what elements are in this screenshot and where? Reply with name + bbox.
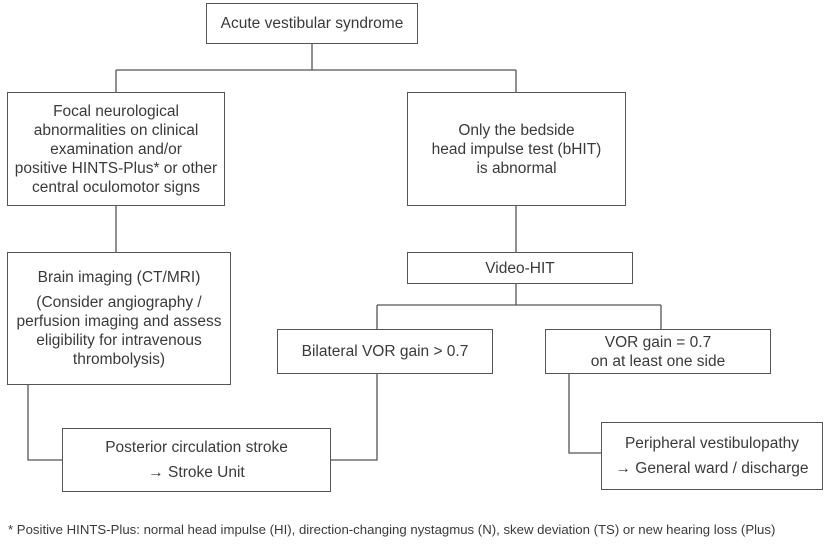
node-acute-vestibular-syndrome: Acute vestibular syndrome: [206, 3, 418, 44]
node-label: Only the bedside: [458, 121, 575, 139]
footnote: * Positive HINTS-Plus: normal head impul…: [8, 522, 776, 537]
node-brain-imaging: Brain imaging (CT/MRI) (Consider angiogr…: [7, 252, 231, 385]
node-label: abnormalities on clinical: [33, 121, 199, 139]
node-label: Peripheral vestibulopathy: [624, 435, 800, 452]
node-label: is abnormal: [476, 159, 557, 177]
node-label: Posterior circulation stroke: [105, 439, 288, 456]
node-label: Bilateral VOR gain > 0.7: [301, 343, 469, 360]
node-label: (Consider angiography /: [36, 294, 202, 311]
node-label: central oculomotor signs: [32, 178, 200, 196]
node-video-hit: Video-HIT: [407, 252, 633, 284]
node-bedside-hit-abnormal: Only the bedside head impulse test (bHIT…: [407, 92, 626, 206]
node-label: perfusion imaging and assess: [16, 313, 222, 330]
node-focal-neurological: Focal neurological abnormalities on clin…: [7, 92, 225, 206]
connector-bilateral-to-stroke: [331, 374, 378, 461]
connector-imaging-to-stroke: [27, 385, 62, 461]
node-label: → Stroke Unit: [148, 464, 245, 481]
node-label: examination and/or: [50, 140, 182, 158]
connector-vorgain-to-peripheral: [568, 374, 601, 454]
node-vor-gain-one-side: VOR gain = 0.7 on at least one side: [545, 329, 771, 374]
node-label: VOR gain = 0.7: [604, 333, 712, 351]
node-bilateral-vor-gain: Bilateral VOR gain > 0.7: [277, 329, 493, 374]
node-label: head impulse test (bHIT): [431, 140, 602, 158]
node-peripheral-vestibulopathy: Peripheral vestibulopathy → General ward…: [601, 422, 823, 490]
node-label: thrombolysis): [72, 351, 166, 368]
node-label: Acute vestibular syndrome: [220, 15, 404, 32]
node-label: eligibility for intravenous: [36, 332, 202, 349]
node-label: Video-HIT: [485, 259, 555, 277]
node-label: Focal neurological: [53, 102, 179, 120]
node-label: → General ward / discharge: [615, 460, 809, 477]
node-label: positive HINTS-Plus* or other: [14, 159, 218, 177]
node-label: Brain imaging (CT/MRI): [37, 269, 201, 286]
node-label: on at least one side: [590, 352, 726, 370]
node-posterior-circulation-stroke: Posterior circulation stroke → Stroke Un…: [62, 428, 331, 492]
